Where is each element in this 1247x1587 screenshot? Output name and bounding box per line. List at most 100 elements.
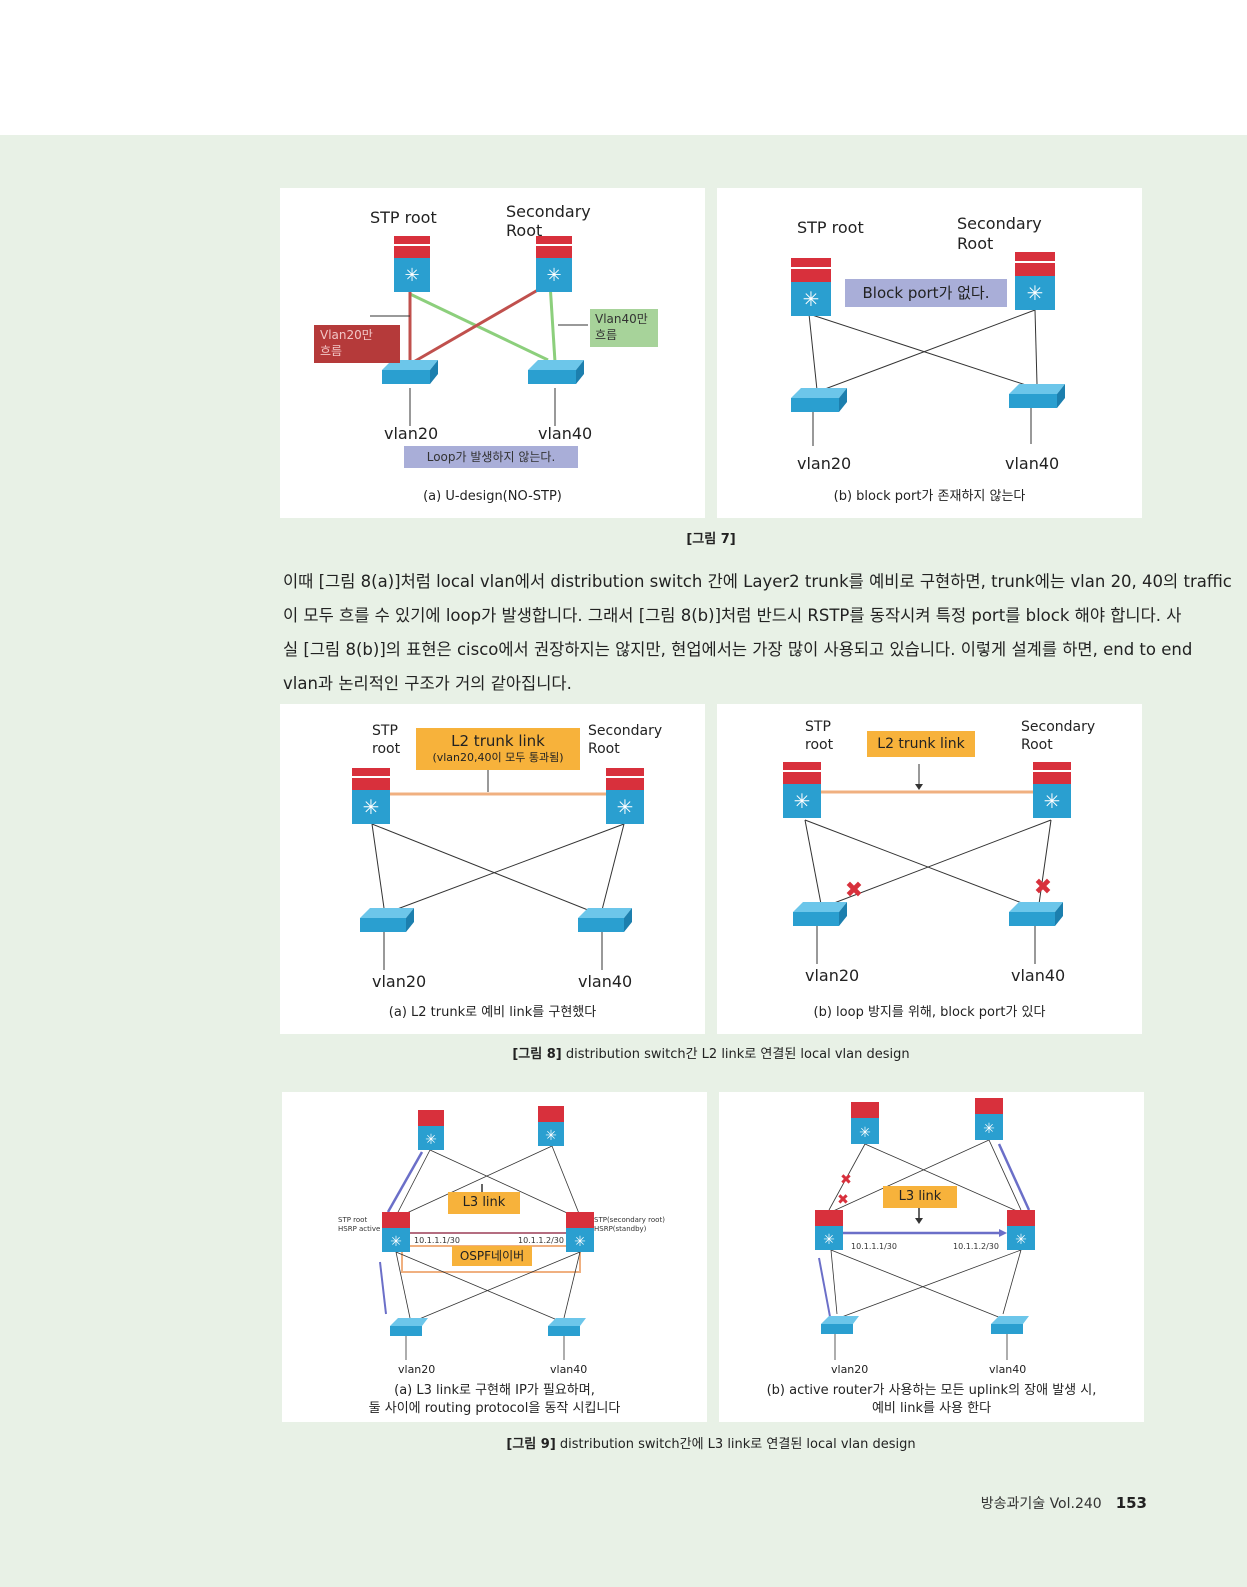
switch-icon [390, 1318, 428, 1336]
block-x-icon: ✖ [840, 1172, 852, 1188]
fig8-caption-label: [그림 8] [512, 1047, 562, 1062]
l2-trunk-note: L2 trunk link [867, 731, 975, 757]
fig9b-caption-line2: 예비 link를 사용 한다 [871, 1401, 992, 1416]
vlan20-label: vlan20 [831, 1363, 869, 1376]
vlan40-label: vlan40 [578, 972, 633, 991]
page-footer: 방송과기술 Vol.240 153 [981, 1493, 1147, 1513]
router-icon: ✳ [851, 1102, 879, 1144]
svg-text:✳: ✳ [390, 1234, 402, 1250]
fig9b-panel: ✖ ✖ ✳ ✳ ✳ ✳ [719, 1092, 1144, 1422]
block-port-note: Block port가 없다. [845, 279, 1007, 307]
svg-text:✳: ✳ [404, 265, 419, 286]
svg-text:✳: ✳ [1015, 1232, 1027, 1248]
fig9-caption: [그림 9] distribution switch간에 L3 link로 연결… [280, 1433, 1142, 1452]
switch-icon [791, 388, 847, 412]
secondary-root-label: Secondary Root [957, 214, 1042, 253]
fig8a-panel: ✳ ✳ STP root Secondary Root L2 trunk lin… [280, 704, 705, 1034]
switch-icon [821, 1316, 859, 1334]
fig7b-caption: (b) block port가 존재하지 않는다 [833, 489, 1026, 504]
fig7b-diagram: ✳ ✳ [791, 252, 1065, 446]
fig9a-panel: ✳ ✳ ✳ ✳ L3 link OSPF네이버 STP root HSRP ac… [282, 1092, 707, 1422]
switch-icon [793, 902, 847, 926]
body-paragraph: 이때 [그림 8(a)]처럼 local vlan에서 distribution… [283, 565, 1232, 701]
svg-text:✖: ✖ [837, 1192, 849, 1208]
svg-text:✳: ✳ [983, 1121, 995, 1137]
fig8-caption-text: distribution switch간 L2 link로 연결된 local … [561, 1047, 910, 1062]
svg-text:✖: ✖ [845, 878, 863, 903]
vlan20-label: vlan20 [797, 454, 852, 473]
loop-note: Loop가 발생하지 않는다. [404, 446, 578, 468]
l2-trunk-note: L2 trunk link (vlan20,40이 모두 통과됨) [416, 728, 580, 770]
ip-right: 10.1.1.2/30 [953, 1242, 999, 1251]
vlan20-label: vlan20 [805, 966, 860, 985]
vlan40-label: vlan40 [1005, 454, 1060, 473]
router-icon: ✳ [536, 236, 572, 292]
router-icon: ✳ [815, 1210, 843, 1250]
vlan20-label: vlan20 [398, 1363, 436, 1376]
vlan20-label: vlan20 [372, 972, 427, 991]
page-number: 153 [1115, 1494, 1147, 1512]
vlan20-label: vlan20 [384, 424, 439, 443]
fig9a-diagram: ✳ ✳ ✳ ✳ [379, 1106, 594, 1360]
vlan40-label: vlan40 [1011, 966, 1066, 985]
l2-trunk-subtitle: (vlan20,40이 모두 통과됨) [432, 751, 564, 764]
fig9a-caption-line1: (a) L3 link로 구현해 IP가 필요하며, [394, 1383, 595, 1398]
block-x-icon: ✖ [837, 1192, 849, 1208]
svg-text:✳: ✳ [425, 1132, 437, 1148]
vlan20-flow-note: Vlan20만 흐름 [314, 325, 400, 363]
switch-icon [1009, 384, 1065, 408]
router-icon: ✳ [566, 1212, 594, 1252]
stp-root-label: STP root [372, 723, 401, 757]
router-icon: ✳ [606, 768, 644, 824]
svg-text:✳: ✳ [823, 1232, 835, 1248]
vlan40-flow-note: Vlan40만 흐름 [590, 309, 658, 347]
switch-icon [360, 908, 414, 932]
svg-text:✳: ✳ [574, 1234, 586, 1250]
router-icon: ✳ [1015, 252, 1055, 310]
router-icon: ✳ [382, 1212, 410, 1252]
switch-icon [578, 908, 632, 932]
svg-text:✳: ✳ [1027, 281, 1044, 305]
vlan40-label: vlan40 [538, 424, 593, 443]
fig7-caption: [그림 7] [280, 528, 1142, 547]
stp-root-label: STP root [805, 719, 834, 753]
body-line: 이 모두 흐를 수 있기에 loop가 발생합니다. 그래서 [그림 8(b)]… [283, 606, 1182, 625]
fig8b-caption: (b) loop 방지를 위해, block port가 있다 [813, 1005, 1046, 1020]
switch-icon [528, 360, 584, 384]
fig7b-panel: ✳ ✳ STP root Secondary Root Block port가 … [717, 188, 1142, 518]
fig8a-diagram: ✳ ✳ [352, 768, 644, 970]
ip-left: 10.1.1.1/30 [414, 1236, 460, 1245]
fig7a-diagram: ✳ ✳ [370, 236, 588, 426]
svg-text:✖: ✖ [1034, 875, 1052, 900]
router-icon: ✳ [1007, 1210, 1035, 1250]
l2-trunk-title: L2 trunk link [451, 732, 545, 750]
left-router-label: STP root HSRP active [338, 1216, 381, 1233]
magazine-name: 방송과기술 Vol.240 [980, 1496, 1102, 1512]
svg-text:✳: ✳ [617, 795, 634, 819]
fig8a-caption: (a) L2 trunk로 예비 link를 구현했다 [388, 1005, 597, 1020]
ip-right: 10.1.1.2/30 [518, 1236, 564, 1245]
vlan40-label: vlan40 [989, 1363, 1027, 1376]
secondary-root-label: Secondary Root [588, 723, 663, 757]
fig8b-panel: ✖ ✖ ✳ ✳ STP root Secondary Root L2 [717, 704, 1142, 1034]
svg-text:✳: ✳ [363, 795, 380, 819]
router-icon: ✳ [394, 236, 430, 292]
svg-text:✳: ✳ [546, 265, 561, 286]
svg-text:✳: ✳ [859, 1125, 871, 1141]
router-icon: ✳ [418, 1110, 444, 1150]
router-icon: ✳ [538, 1106, 564, 1146]
svg-text:✳: ✳ [1044, 789, 1061, 813]
svg-text:✳: ✳ [803, 287, 820, 311]
svg-text:✳: ✳ [545, 1128, 557, 1144]
body-line: 이때 [그림 8(a)]처럼 local vlan에서 distribution… [283, 572, 1232, 591]
secondary-root-label: Secondary Root [1021, 719, 1096, 753]
fig9b-caption-line1: (b) active router가 사용하는 모든 uplink의 장애 발생… [766, 1383, 1097, 1398]
ip-left: 10.1.1.1/30 [851, 1242, 897, 1251]
ospf-neighbor-note: OSPF네이버 [452, 1246, 532, 1266]
fig7a-caption: (a) U-design(NO-STP) [423, 489, 562, 504]
stp-root-label: STP root [370, 208, 437, 227]
router-icon: ✳ [352, 768, 390, 824]
secondary-root-label: Secondary Root [506, 202, 591, 240]
fig9b-diagram: ✖ ✖ ✳ ✳ ✳ ✳ [815, 1098, 1035, 1360]
vlan40-label: vlan40 [550, 1363, 588, 1376]
